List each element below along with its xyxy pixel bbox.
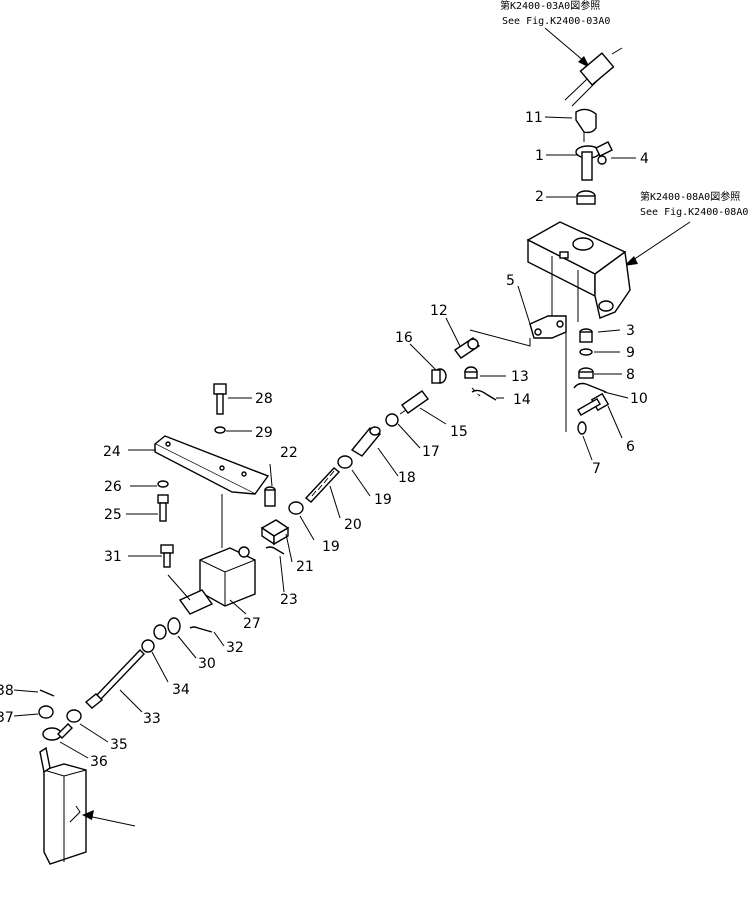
part-rod-33 bbox=[84, 648, 145, 709]
callout-14: 14 bbox=[513, 392, 531, 408]
part-rod-end-30 bbox=[167, 617, 181, 635]
part-bushing bbox=[576, 190, 596, 205]
part-nut-13 bbox=[464, 366, 478, 379]
part-nut-16 bbox=[431, 368, 447, 384]
callout-22: 22 bbox=[280, 445, 298, 461]
callout-4: 4 bbox=[640, 151, 649, 167]
part-cotter-14 bbox=[471, 389, 497, 401]
part-coupler-18 bbox=[350, 426, 382, 457]
part-nut-34 bbox=[141, 624, 167, 653]
callout-6: 6 bbox=[626, 439, 635, 455]
part-block-21 bbox=[260, 519, 290, 546]
part-lever bbox=[575, 141, 613, 181]
part-nut-37 bbox=[38, 705, 54, 719]
ref-note-right-jp: 第K2400-08A0図参照 bbox=[640, 190, 740, 203]
callout-23: 23 bbox=[280, 592, 298, 608]
callout-16: 16 bbox=[395, 330, 413, 346]
part-cotter-10 bbox=[573, 382, 607, 393]
callout-1: 1 bbox=[535, 148, 544, 164]
part-cotter-32 bbox=[189, 626, 213, 633]
callout-leaders bbox=[13, 116, 636, 759]
callout-10: 10 bbox=[630, 391, 648, 407]
callout-38: 38 bbox=[0, 683, 14, 699]
callout-8: 8 bbox=[626, 367, 635, 383]
part-plate-24 bbox=[153, 435, 270, 495]
part-pin-22 bbox=[264, 486, 276, 507]
callout-37: 37 bbox=[0, 710, 14, 726]
part-pin bbox=[597, 155, 607, 165]
part-elbow-fitting bbox=[575, 108, 597, 142]
callout-3: 3 bbox=[626, 323, 635, 339]
part-nut-35 bbox=[66, 709, 82, 723]
part-washer-26 bbox=[157, 480, 169, 488]
part-cotter-23 bbox=[265, 546, 285, 555]
callout-29: 29 bbox=[255, 425, 273, 441]
ref-note-top-jp: 第K2400-03A0図参照 bbox=[500, 0, 600, 12]
ref-note-top-en: See Fig.K2400-03A0 bbox=[502, 16, 610, 27]
callout-27: 27 bbox=[243, 616, 261, 632]
callout-24: 24 bbox=[103, 444, 121, 460]
part-nut-19a bbox=[337, 455, 353, 469]
callout-33: 33 bbox=[143, 711, 161, 727]
part-nut-19b bbox=[288, 501, 304, 515]
callout-13: 13 bbox=[511, 369, 529, 385]
part-bolt-25 bbox=[157, 494, 169, 522]
part-bolt-31 bbox=[160, 544, 174, 568]
callout-18: 18 bbox=[398, 470, 416, 486]
callout-19b: 19 bbox=[322, 539, 340, 555]
callout-30: 30 bbox=[198, 656, 216, 672]
part-washer-7 bbox=[577, 421, 587, 435]
part-bellcrank bbox=[529, 315, 567, 432]
part-threaded-rod-20 bbox=[304, 467, 341, 503]
part-bolt-28 bbox=[213, 383, 227, 415]
callout-12: 12 bbox=[430, 303, 448, 319]
part-rod-end-36 bbox=[42, 723, 73, 741]
part-pedal bbox=[39, 746, 87, 865]
part-nut-8 bbox=[578, 367, 594, 379]
part-washer-29 bbox=[214, 426, 226, 434]
part-valve-27 bbox=[178, 494, 256, 615]
callout-20: 20 bbox=[344, 517, 362, 533]
callout-26: 26 bbox=[104, 479, 122, 495]
callout-32: 32 bbox=[226, 640, 244, 656]
part-rod-end-15 bbox=[399, 390, 429, 415]
callout-19a: 19 bbox=[374, 492, 392, 508]
callout-21: 21 bbox=[296, 559, 314, 575]
part-washer-9 bbox=[579, 348, 593, 356]
callout-15: 15 bbox=[450, 424, 468, 440]
callout-28: 28 bbox=[255, 391, 273, 407]
callout-36: 36 bbox=[90, 754, 108, 770]
callout-17: 17 bbox=[422, 444, 440, 460]
part-rod-end-12 bbox=[453, 337, 481, 359]
ref-note-right-en: See Fig.K2400-08A0 bbox=[640, 207, 748, 218]
part-bracket bbox=[526, 221, 631, 322]
part-spacer bbox=[579, 328, 593, 343]
callout-35: 35 bbox=[110, 737, 128, 753]
part-nut-17 bbox=[385, 413, 399, 427]
callout-25: 25 bbox=[104, 507, 122, 523]
callout-31: 31 bbox=[104, 549, 122, 565]
upper-rod bbox=[564, 47, 623, 107]
callout-2: 2 bbox=[535, 189, 544, 205]
callout-labels: 11 1 4 2 5 3 9 8 10 6 7 12 16 13 14 15 1… bbox=[0, 110, 649, 770]
callout-9: 9 bbox=[626, 345, 635, 361]
part-pin-38 bbox=[39, 689, 55, 697]
callout-7: 7 bbox=[592, 461, 601, 477]
part-bolt-6 bbox=[577, 392, 610, 417]
callout-34: 34 bbox=[172, 682, 190, 698]
callout-11: 11 bbox=[525, 110, 543, 126]
callout-5: 5 bbox=[506, 273, 515, 289]
